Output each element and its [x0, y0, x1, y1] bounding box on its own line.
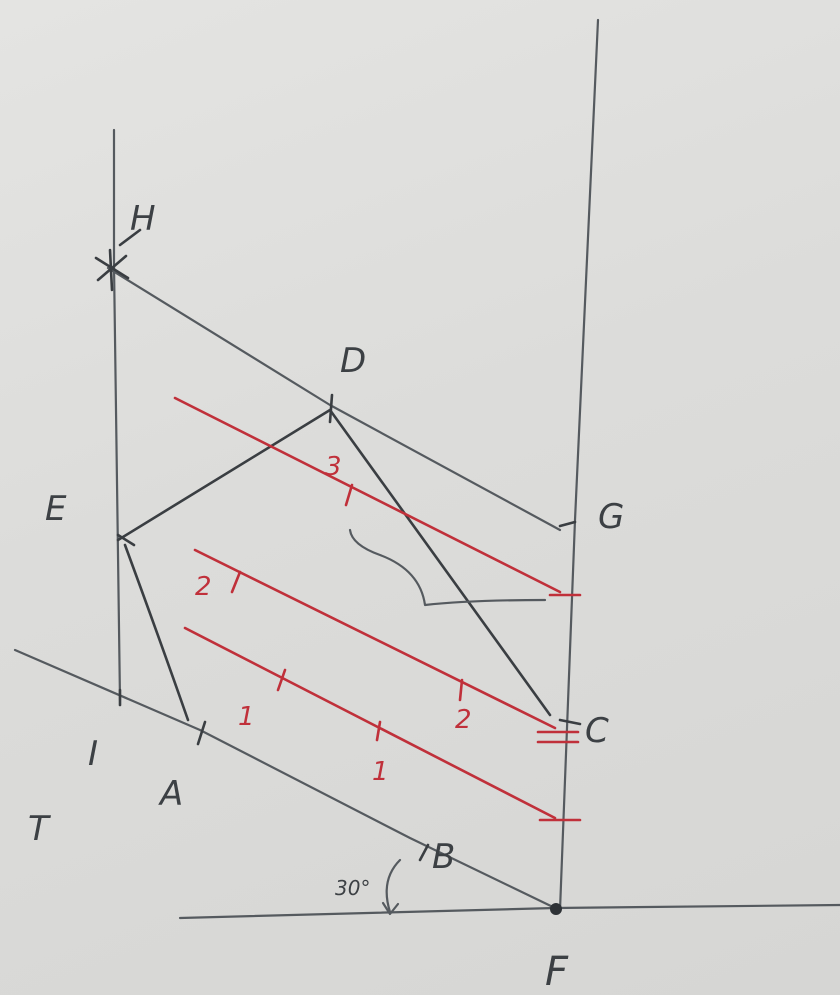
label-g: G — [598, 497, 624, 537]
horizontal-base-line — [178, 903, 840, 920]
angle-label: 30° — [335, 876, 370, 900]
label-f: F — [545, 949, 569, 995]
angle-arc — [385, 858, 402, 914]
tick-e — [116, 533, 136, 547]
label-d: D — [340, 341, 366, 381]
edge-d-c — [328, 408, 552, 717]
vertical-line-right — [558, 18, 600, 912]
vertical-line-left — [112, 128, 122, 702]
red-line-1 — [183, 626, 557, 820]
label-e: E — [45, 489, 67, 529]
slanted-base-line — [13, 648, 557, 910]
freehand-curve — [348, 528, 547, 607]
tick-g — [558, 520, 577, 528]
label-i: I — [88, 734, 98, 774]
edge-e-d — [116, 408, 332, 542]
label-t: T — [28, 809, 51, 849]
label-b: B — [432, 837, 455, 877]
tick-c — [558, 718, 582, 726]
red-label-2-right: 2 — [455, 705, 472, 735]
red-label-1-left: 1 — [238, 702, 255, 732]
point-f-dot — [550, 903, 562, 915]
red-tick-1-right — [375, 720, 382, 742]
label-h: H — [130, 199, 156, 239]
label-c: C — [585, 711, 609, 751]
red-label-1-right: 1 — [372, 757, 389, 787]
red-label-2-left: 2 — [195, 572, 212, 602]
red-tick-2-right — [458, 678, 464, 702]
red-label-3: 3 — [325, 452, 342, 482]
edge-e-a — [123, 543, 190, 722]
red-tick-1-left — [276, 668, 287, 692]
point-h-mark — [94, 228, 142, 292]
tick-b — [418, 843, 430, 862]
red-line-3 — [173, 396, 562, 594]
tick-a — [196, 720, 207, 746]
angle-arrowhead — [381, 901, 400, 916]
red-tick-3 — [344, 483, 354, 507]
label-a: A — [158, 774, 183, 814]
red-line-2 — [193, 548, 557, 730]
red-tick-2-left — [230, 570, 242, 594]
tick-d — [328, 393, 334, 424]
